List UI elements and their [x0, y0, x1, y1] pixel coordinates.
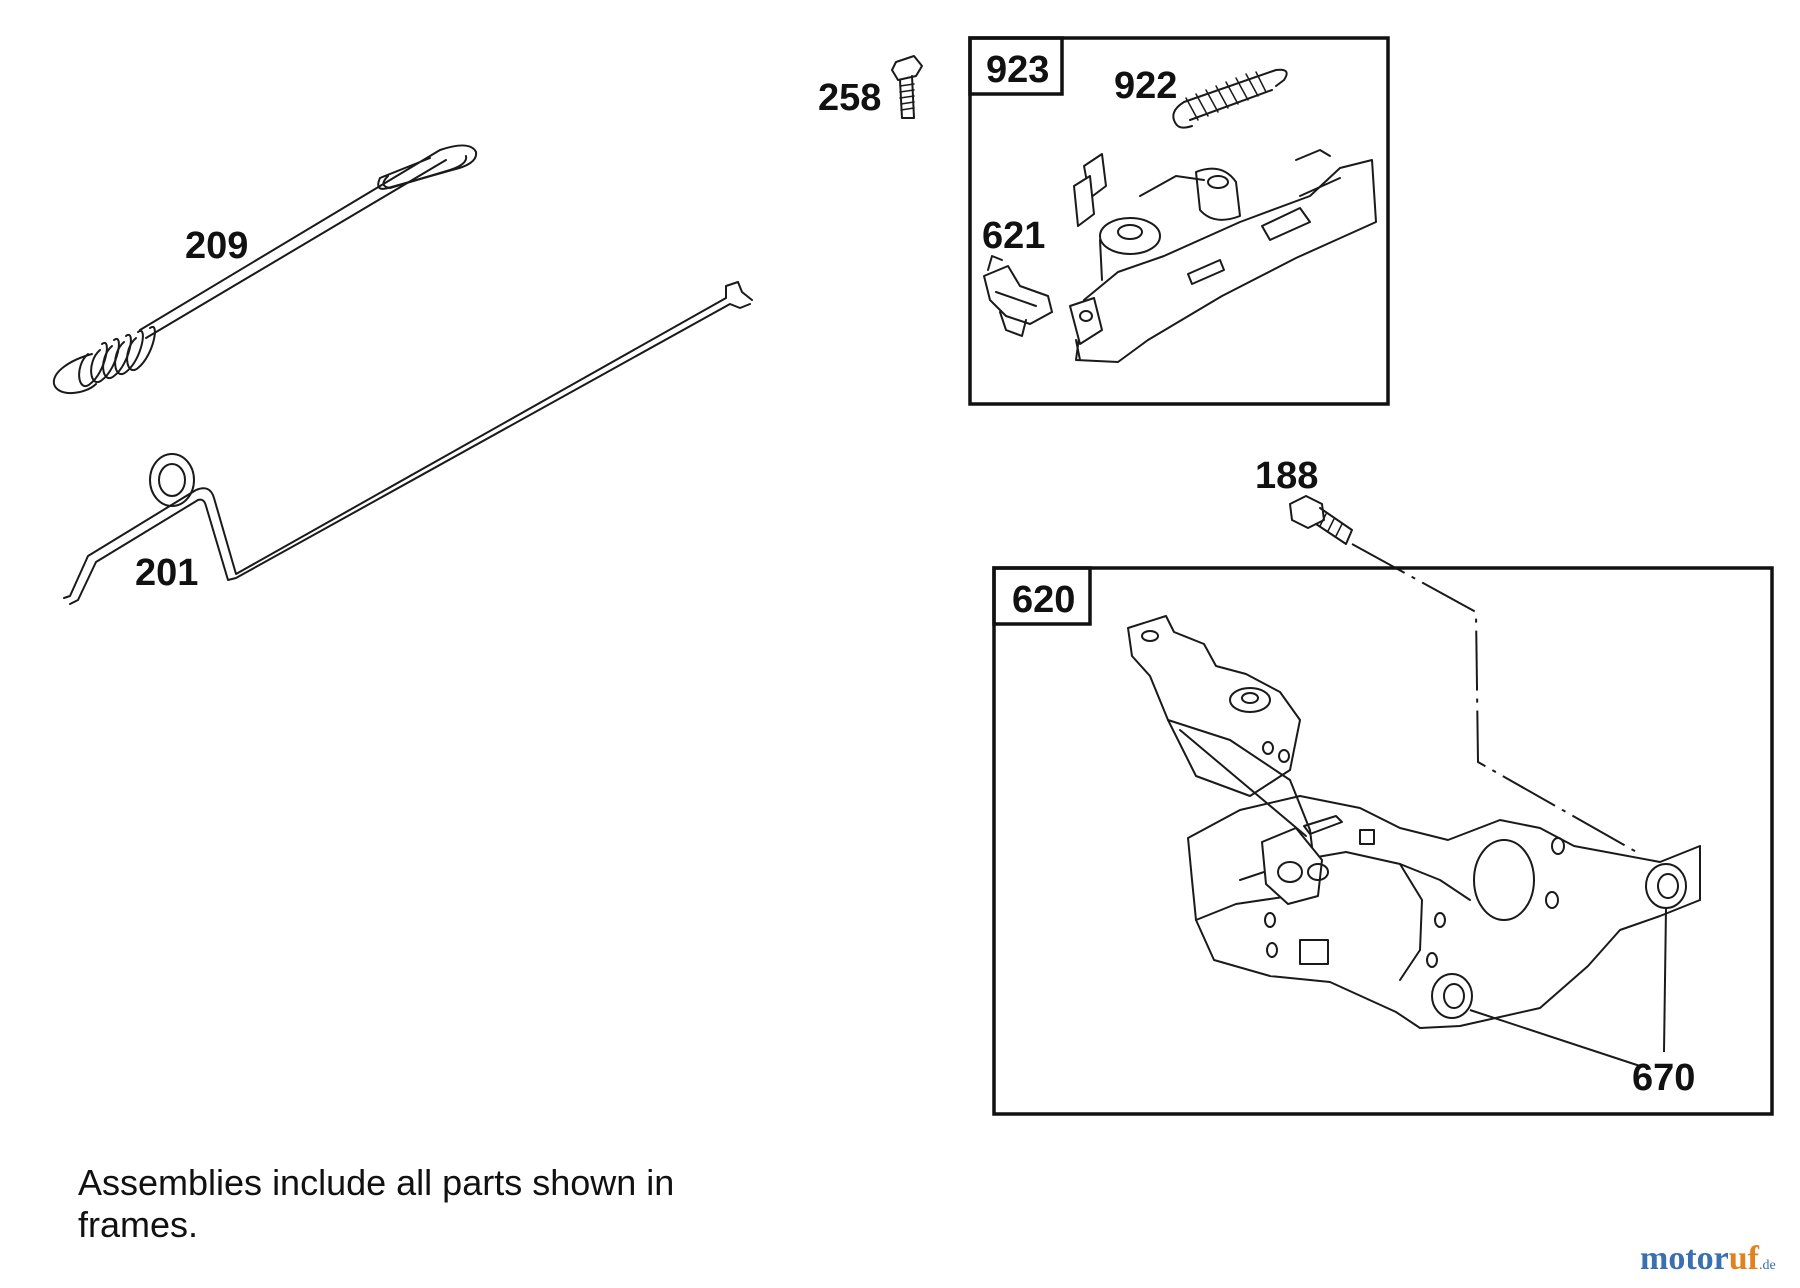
watermark-tld: .de	[1758, 1258, 1776, 1273]
assembly-note: Assemblies include all parts shown in fr…	[78, 1162, 675, 1245]
label-670: 670	[1632, 1057, 1695, 1099]
part-620-control-plate	[1127, 615, 1701, 1029]
frame-923-tag	[968, 36, 1064, 96]
label-209: 209	[185, 225, 248, 267]
part-188-bolt	[1289, 495, 1353, 545]
label-923: 923	[986, 49, 1049, 91]
frame-923	[968, 36, 1390, 406]
watermark-main: motor	[1640, 1240, 1729, 1277]
label-621: 621	[982, 215, 1045, 257]
spring-coil-209	[52, 325, 156, 394]
watermark-accent: uf	[1728, 1240, 1759, 1277]
leader-670-b	[1663, 907, 1667, 1053]
leader-670-a	[1469, 1009, 1641, 1067]
part-201-link-rod	[63, 281, 753, 605]
part-258-screw	[891, 55, 923, 119]
label-922: 922	[1114, 65, 1177, 107]
frame-620-tag	[992, 566, 1092, 626]
label-620: 620	[1012, 579, 1075, 621]
part-923-control-bracket	[1069, 149, 1377, 363]
frame-620	[992, 566, 1774, 1116]
part-209-governor-spring	[52, 144, 478, 394]
label-258: 258	[818, 77, 881, 119]
label-188: 188	[1255, 455, 1318, 497]
part-922-spring	[1172, 68, 1288, 129]
watermark-logo: motoruf.de	[1640, 1240, 1776, 1278]
leader-188	[1351, 543, 1641, 855]
label-201: 201	[135, 552, 198, 594]
part-621-clip	[983, 255, 1053, 337]
